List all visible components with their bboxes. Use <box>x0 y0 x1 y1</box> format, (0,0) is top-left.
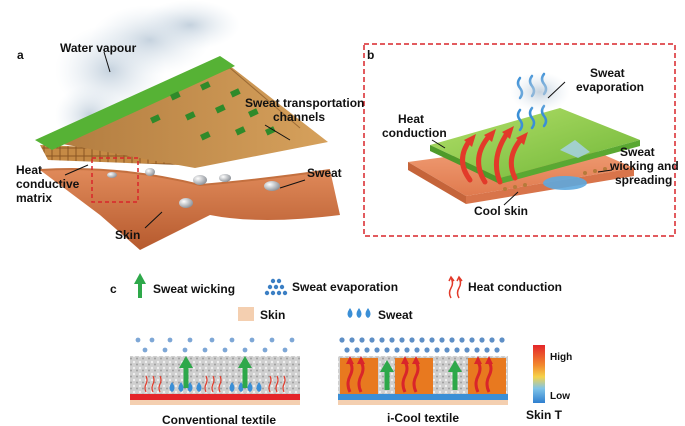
panel-c-letter: c <box>110 282 117 296</box>
water-vapour-label: Water vapour <box>60 41 137 55</box>
icool-textile-label: i-Cool textile <box>387 411 460 425</box>
sweat-drops-icon <box>347 308 371 318</box>
wicking-label-2: wicking and <box>610 159 679 173</box>
colorbar-high-label: High <box>550 352 573 363</box>
heat-conduction-label-1: Heat <box>398 112 425 126</box>
panel-b-border <box>363 43 676 237</box>
skin-temperature-colorbar <box>533 345 545 403</box>
legend-sweat-wicking: Sweat wicking <box>153 282 236 296</box>
colorbar-low-label: Low <box>550 391 570 402</box>
panel-b-letter: b <box>367 48 375 62</box>
heat-matrix-label-3: matrix <box>16 191 53 205</box>
cool-skin-label: Cool skin <box>474 204 529 218</box>
sweat-evaporation-label-1: Sweat <box>590 66 625 80</box>
legend-heat-conduction: Heat conduction <box>468 280 563 294</box>
panel-c-legend-graphics <box>134 273 463 321</box>
legend-sweat-evaporation: Sweat evaporation <box>292 280 399 294</box>
heat-matrix-label-2: conductive <box>16 177 80 191</box>
heat-conduction-icon <box>448 275 463 299</box>
green-arrow-icon <box>134 273 146 284</box>
panel-a-letter: a <box>17 48 24 62</box>
sweat-channels-label-1: Sweat transportation <box>245 96 365 110</box>
panel-b-illustration <box>363 43 676 237</box>
legend-sweat: Sweat <box>378 308 413 322</box>
evaporation-dots-icon <box>264 278 288 296</box>
wicking-label-3: spreading <box>615 173 673 187</box>
heat-matrix-label-1: Heat <box>16 163 43 177</box>
panel-a-illustration <box>35 0 340 250</box>
sweat-evaporation-label-2: evaporation <box>576 80 645 94</box>
skin-swatch <box>238 307 254 321</box>
conventional-textile-label: Conventional textile <box>162 413 277 426</box>
legend-skin: Skin <box>260 308 286 322</box>
skin-label-a: Skin <box>115 228 141 242</box>
wicking-label-1: Sweat <box>620 145 655 159</box>
colorbar-title: Skin T <box>526 408 563 422</box>
sweat-label-a: Sweat <box>307 166 342 180</box>
icool-textile-illustration <box>338 337 508 405</box>
sweat-channels-label-2: channels <box>273 110 326 124</box>
heat-conduction-label-2: conduction <box>382 126 447 140</box>
conventional-textile-illustration <box>130 337 300 405</box>
